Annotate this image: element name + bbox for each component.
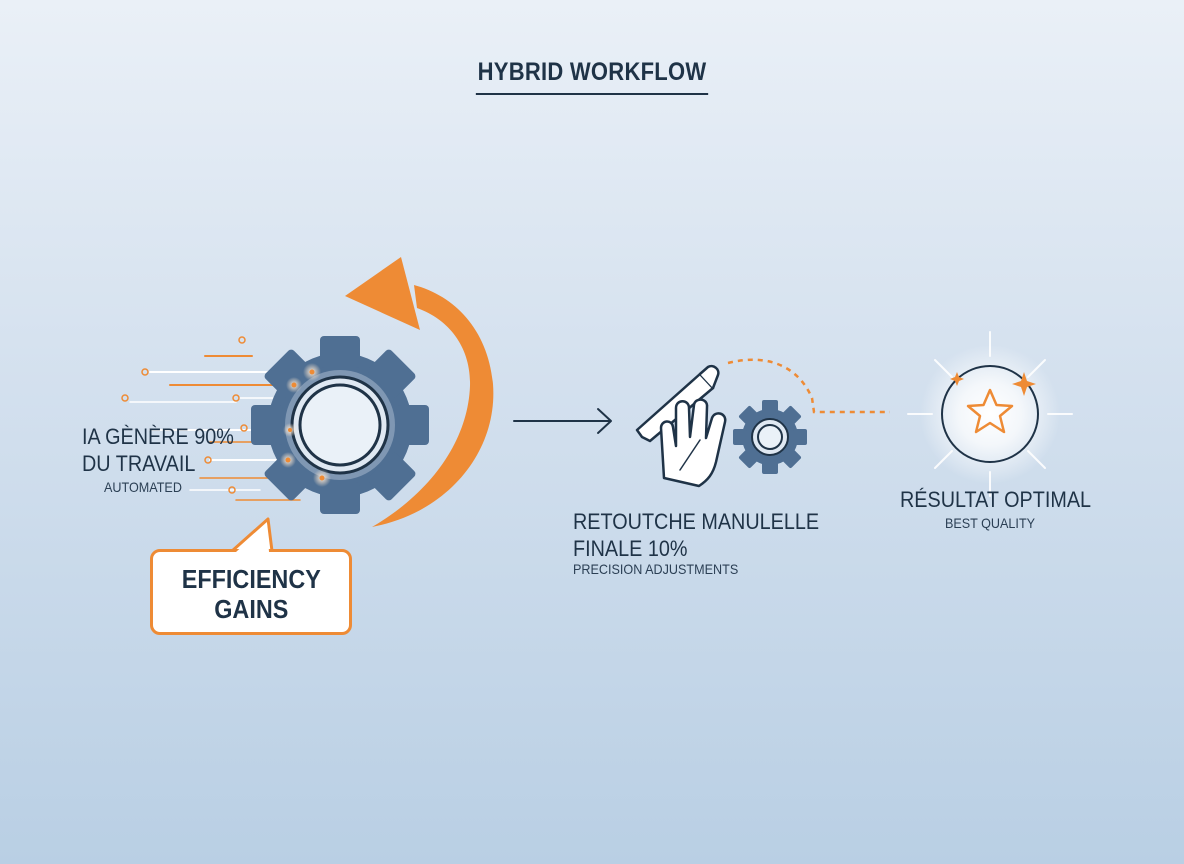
step1-line2: DU TRAVAIL bbox=[82, 451, 196, 476]
step3-sub: BEST QUALITY bbox=[944, 515, 1036, 531]
diagram-title-text: HYBRID WORKFLOW bbox=[475, 58, 709, 95]
small-gear-icon bbox=[733, 400, 807, 474]
sparkle-icon bbox=[1012, 372, 1036, 396]
gear-icon bbox=[251, 336, 429, 514]
step2-sub: PRECISION ADJUSTMENTS bbox=[573, 561, 739, 577]
result-icon bbox=[907, 331, 1073, 497]
efficiency-callout-text: EFFICIENCY GAINS bbox=[181, 564, 320, 624]
energy-dots bbox=[280, 363, 331, 487]
step1-title: IA GÈNÈRE 90% DU TRAVAIL bbox=[82, 423, 234, 477]
step2-line2: FINALE 10% bbox=[573, 536, 688, 561]
step3-title: RÉSULTAT OPTIMAL bbox=[900, 487, 1092, 512]
sparkle-small-icon bbox=[950, 372, 964, 386]
step1-line1: IA GÈNÈRE 90% bbox=[82, 424, 234, 449]
step2-title: RETOUTCHE MANULELLE FINALE 10% bbox=[573, 508, 819, 562]
cycle-arrow-icon bbox=[345, 257, 494, 527]
arrow-right-icon bbox=[513, 408, 612, 434]
step1-sub: AUTOMATED bbox=[104, 479, 182, 495]
diagram-title: HYBRID WORKFLOW bbox=[0, 58, 1184, 95]
dotted-connector bbox=[727, 358, 890, 414]
step3-block: RÉSULTAT OPTIMAL BEST QUALITY bbox=[890, 486, 1092, 531]
star-icon bbox=[966, 388, 1014, 434]
hand-pen-icon bbox=[635, 364, 727, 488]
callout-line2: GAINS bbox=[213, 594, 289, 624]
efficiency-callout: EFFICIENCY GAINS bbox=[150, 549, 352, 635]
step2-line1: RETOUTCHE MANULELLE bbox=[573, 509, 820, 534]
callout-line1: EFFICIENCY bbox=[181, 564, 321, 594]
